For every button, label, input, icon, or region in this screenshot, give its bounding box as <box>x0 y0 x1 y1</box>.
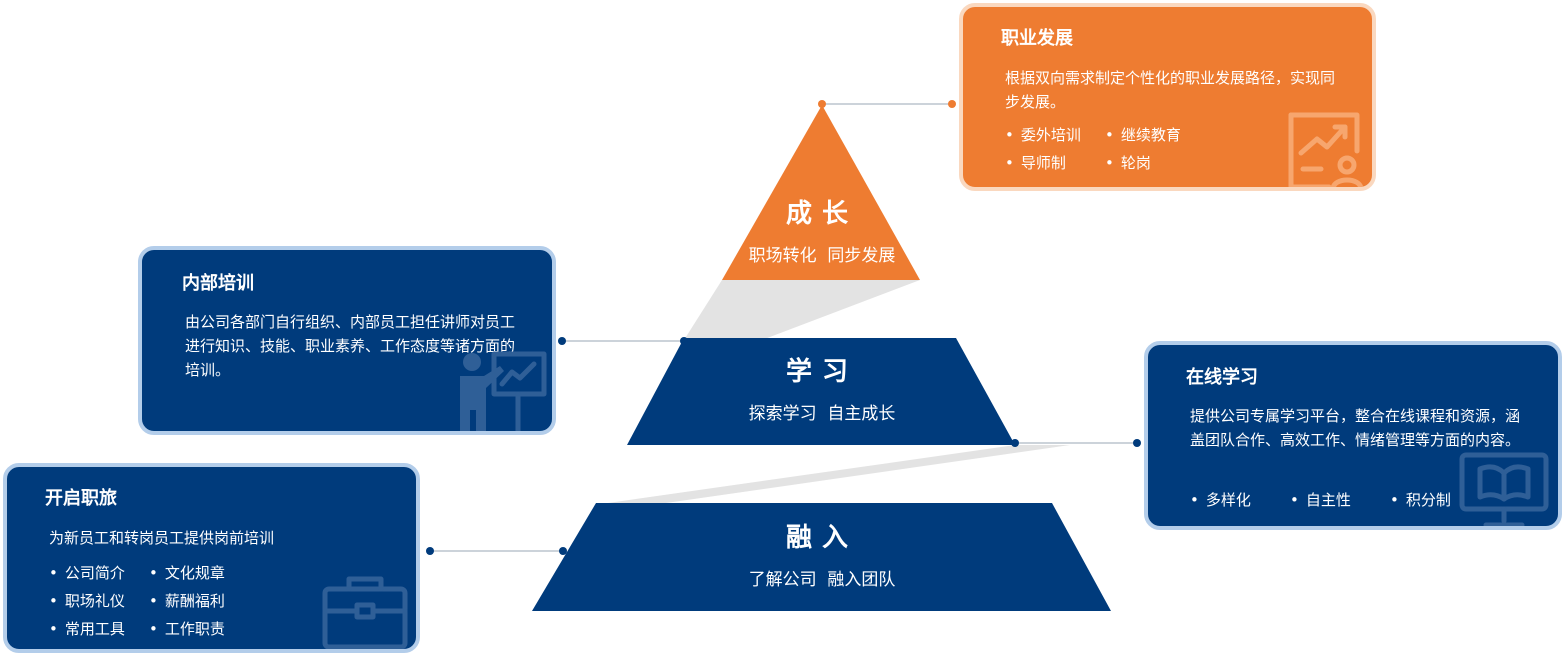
connector-band-top <box>684 280 920 340</box>
tier-subtitle-middle: 探索学习 自主成长 <box>748 404 896 424</box>
tier-label-middle: 学习 探索学习 自主成长 <box>672 356 972 426</box>
pyramid-tier-middle <box>627 338 1015 445</box>
leader-line-onboard <box>426 547 567 555</box>
tier-subtitle-bottom: 了解公司 融入团队 <box>748 570 896 590</box>
tier-label-bottom: 融入 了解公司 融入团队 <box>672 522 972 592</box>
growth-chart-person-icon <box>1288 112 1364 187</box>
card-title: 开启职旅 <box>45 488 117 509</box>
card-title: 职业发展 <box>1001 28 1073 49</box>
presenter-board-icon <box>460 351 547 431</box>
list-item: 常用工具 <box>49 617 149 641</box>
list-item: 自主性 <box>1290 488 1390 512</box>
leader-line-career <box>818 100 956 108</box>
tier-name-top: 成长 <box>785 199 858 229</box>
card-bullet-list: 公司简介 文化规章 职场礼仪 薪酬福利 常用工具 工作职责 <box>49 561 269 641</box>
list-item: 轮岗 <box>1105 151 1205 175</box>
internal-training-card: 内部培训 由公司各部门自行组织、内部员工担任讲师对员工进行知识、技能、职业素养、… <box>138 246 556 435</box>
online-learning-card: 在线学习 提供公司专属学习平台，整合在线课程和资源，涵盖团队合作、高效工作、情绪… <box>1144 341 1562 530</box>
career-development-card: 职业发展 根据双向需求制定个性化的职业发展路径，实现同步发展。 委外培训 继续教… <box>959 3 1376 191</box>
card-description: 提供公司专属学习平台，整合在线课程和资源，涵盖团队合作、高效工作、情绪管理等方面… <box>1190 407 1521 449</box>
card-title: 内部培训 <box>182 273 254 294</box>
card-title: 在线学习 <box>1186 367 1258 388</box>
list-item: 积分制 <box>1390 488 1490 512</box>
connector-band-middle <box>594 445 1070 505</box>
list-item: 多样化 <box>1190 488 1290 512</box>
list-item: 薪酬福利 <box>149 589 269 613</box>
onboarding-card: 开启职旅 为新员工和转岗员工提供岗前培训 公司简介 文化规章 职场礼仪 薪酬福利… <box>3 463 420 653</box>
list-item: 工作职责 <box>149 617 269 641</box>
card-bullet-list: 委外培训 继续教育 导师制 轮岗 <box>1005 123 1205 175</box>
list-item: 职场礼仪 <box>49 589 149 613</box>
monitor-book-icon <box>1459 452 1549 526</box>
tier-name-middle: 学习 <box>785 357 858 387</box>
list-item: 继续教育 <box>1105 123 1205 147</box>
pyramid-tier-bottom <box>532 503 1111 611</box>
pyramid-tier-top <box>722 105 920 280</box>
list-item: 文化规章 <box>149 561 269 585</box>
leader-line-internal <box>558 337 688 345</box>
tier-label-top: 成长 职场转化 同步发展 <box>722 198 922 268</box>
card-description: 根据双向需求制定个性化的职业发展路径，实现同步发展。 <box>1005 69 1336 111</box>
card-description: 为新员工和转岗员工提供岗前培训 <box>49 529 275 547</box>
list-item: 导师制 <box>1005 151 1105 175</box>
card-bullet-list: 多样化 自主性 积分制 <box>1190 488 1490 512</box>
briefcase-icon <box>322 576 408 649</box>
list-item: 公司简介 <box>49 561 149 585</box>
list-item: 委外培训 <box>1005 123 1105 147</box>
tier-subtitle-top: 职场转化 同步发展 <box>748 246 896 266</box>
card-description: 由公司各部门自行组织、内部员工担任讲师对员工进行知识、技能、职业素养、工作态度等… <box>185 313 516 379</box>
tier-name-bottom: 融入 <box>785 523 858 553</box>
leader-line-online <box>1011 439 1141 447</box>
